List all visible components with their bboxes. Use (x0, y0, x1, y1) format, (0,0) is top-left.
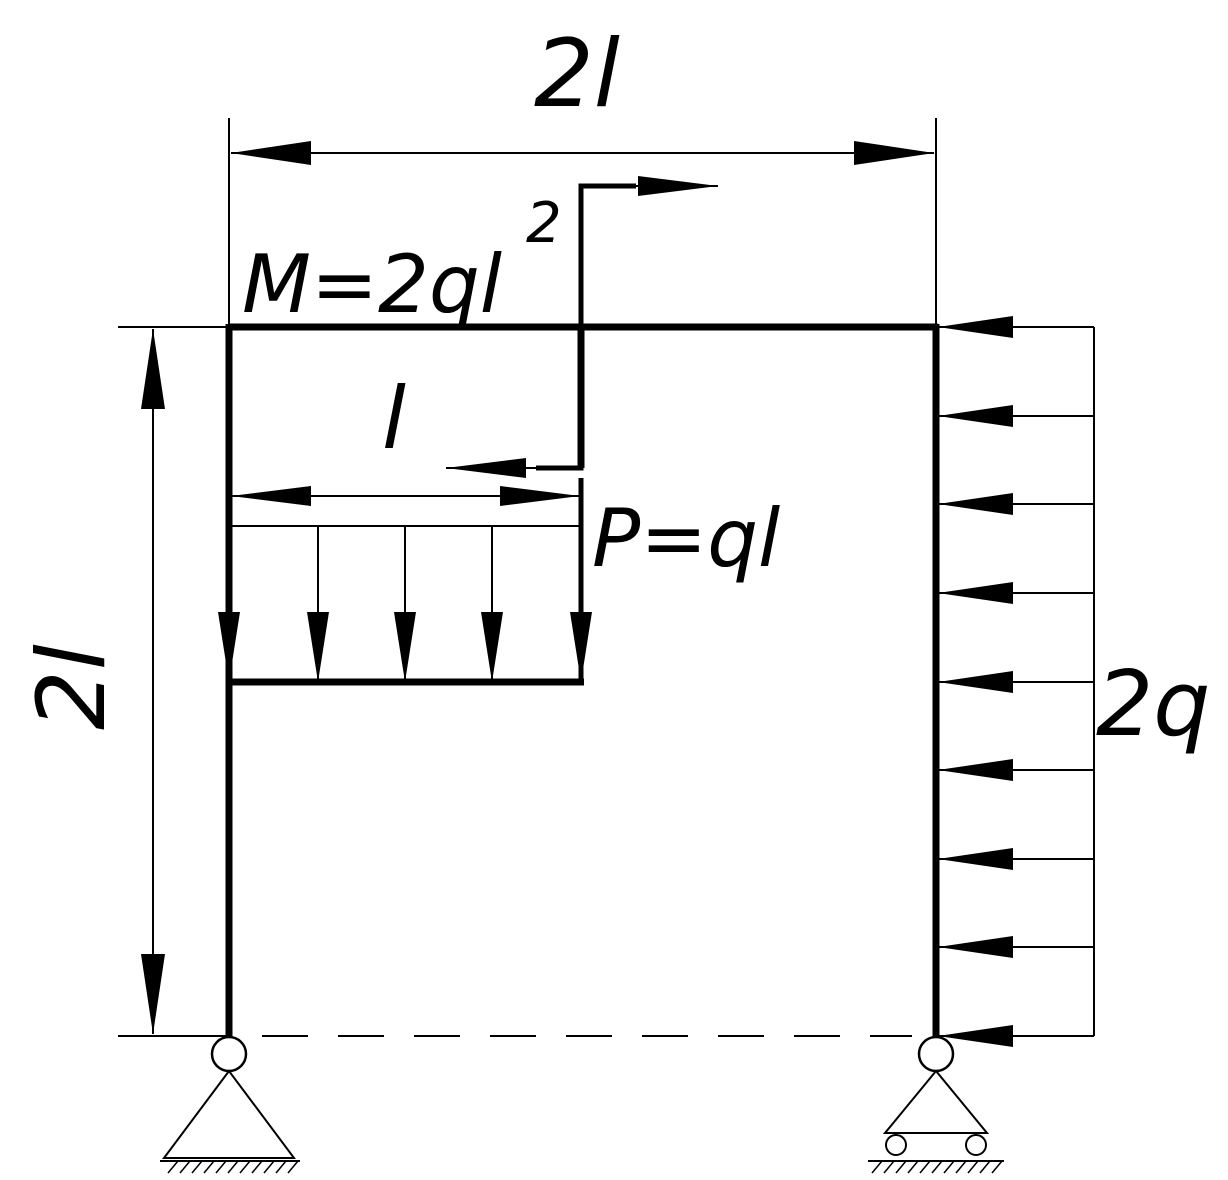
moment-arm-lower (536, 330, 584, 471)
side-load-label: 2q (1096, 652, 1210, 757)
moment-arm-upper (578, 183, 636, 327)
left-dimension-label: 2l (18, 644, 127, 730)
inner-distributed-load (218, 525, 580, 682)
moment-label: M=2ql (242, 238, 502, 331)
moment-exponent-label: 2 (526, 191, 562, 256)
side-distributed-load (938, 316, 1095, 1047)
roller-support-icon (868, 1035, 1004, 1174)
force-label: P=ql (592, 492, 780, 585)
inner-dimension-label: l (382, 369, 406, 469)
moment-symbol (446, 176, 718, 478)
top-dimension-label: 2l (534, 20, 620, 129)
extension-lines (118, 118, 937, 1037)
pin-support-icon (160, 1035, 300, 1174)
